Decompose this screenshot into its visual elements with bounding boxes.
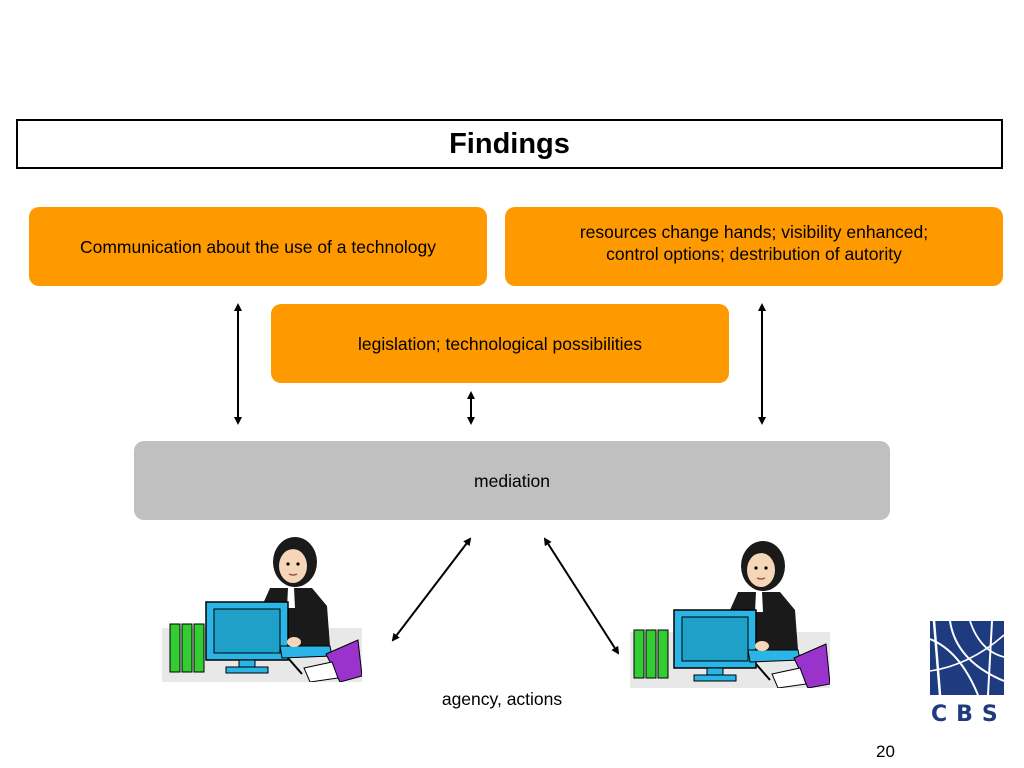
title-box: Findings	[16, 119, 1003, 169]
legislation-box: legislation; technological possibilities	[271, 304, 729, 383]
legislation-label: legislation; technological possibilities	[357, 333, 643, 354]
cbs-logo-icon	[929, 620, 1005, 696]
resources-box: resources change hands; visibility enhan…	[505, 207, 1003, 286]
slide-title: Findings	[449, 127, 570, 160]
mediation-label: mediation	[474, 470, 550, 491]
resources-label: resources change hands; visibility enhan…	[579, 221, 929, 264]
communication-box: Communication about the use of a technol…	[29, 207, 487, 286]
communication-label: Communication about the use of a technol…	[79, 236, 437, 257]
office-worker-at-computer-icon	[630, 541, 830, 688]
cbs-logo: CBS	[929, 620, 1007, 727]
arrow-right-diagonal	[543, 537, 620, 655]
arrow-left-diagonal	[391, 537, 472, 642]
office-worker-at-computer-icon	[162, 537, 362, 682]
cbs-logo-text: CBS	[931, 702, 1007, 727]
mediation-box: mediation	[134, 441, 890, 520]
page-number: 20	[876, 742, 895, 761]
agency-caption: agency, actions	[441, 689, 563, 709]
